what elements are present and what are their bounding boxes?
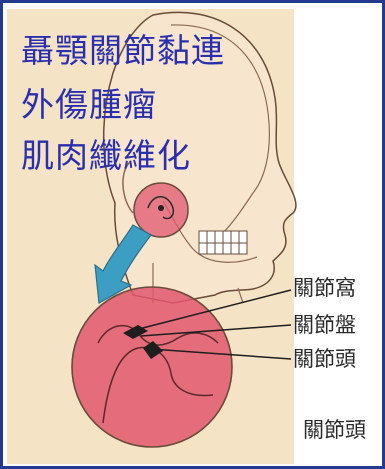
zoom-arrow	[94, 224, 152, 304]
leader-line-head	[150, 348, 292, 360]
anatomy-illustration	[71, 11, 297, 448]
large-joint-circle	[71, 286, 233, 448]
leader-line-disc	[140, 324, 292, 337]
leader-line-fossa	[130, 289, 292, 332]
label-disc: 關節盤	[293, 313, 356, 337]
small-joint-detail	[147, 196, 175, 220]
title-line-2: 外傷腫瘤	[21, 85, 157, 124]
teeth	[198, 230, 248, 255]
label-head: 關節頭	[293, 347, 356, 371]
label-head-bottom: 關節頭	[303, 418, 366, 442]
title-line-3: 肌肉纖維化	[21, 136, 191, 175]
label-fossa: 關節窩	[293, 276, 356, 300]
ear-outline	[122, 160, 134, 214]
head-mark	[143, 341, 163, 359]
skull-outline	[170, 24, 270, 236]
title-line-1: 聶顎關節黏連	[21, 31, 225, 70]
